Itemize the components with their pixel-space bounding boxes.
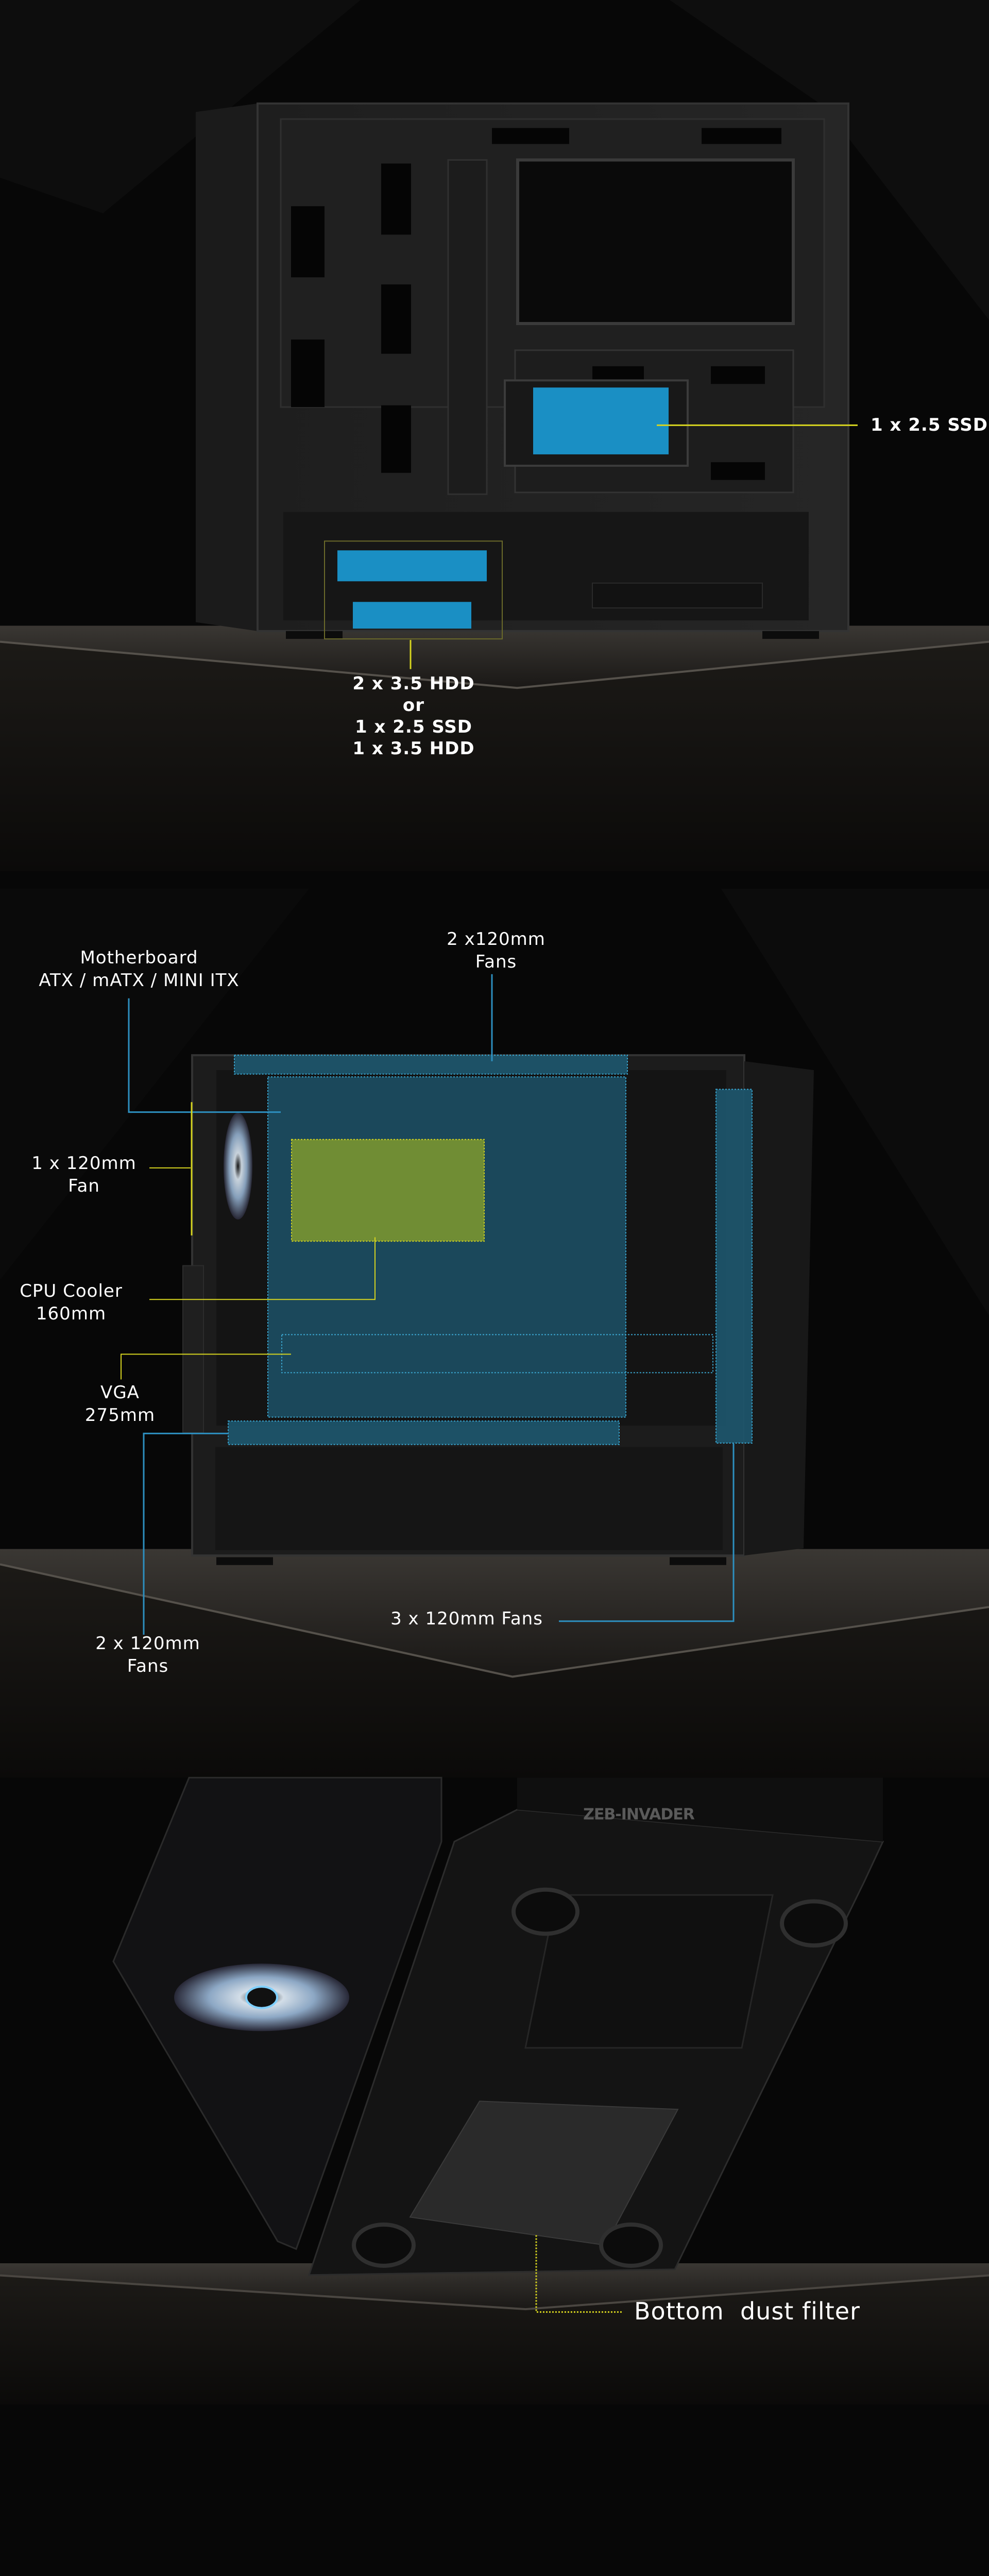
foot <box>601 2225 661 2266</box>
cpu-cooler-highlight <box>292 1140 484 1241</box>
front-fans-callout-line <box>559 1444 734 1621</box>
bottom-fans-label: 2 x 120mm Fans <box>95 1632 200 1677</box>
hdd-label-line: 2 x 3.5 HDD <box>352 673 475 694</box>
label-line: Fans <box>475 952 517 972</box>
top-fans-label: 2 x120mm Fans <box>447 928 545 973</box>
label-line: 2 x 120mm <box>95 1633 200 1654</box>
product-illustration <box>0 0 989 2404</box>
vga-callout-line <box>121 1354 291 1380</box>
hdd-highlight-1 <box>337 550 487 582</box>
product-feature-page: ZEB-INVADER 1 x 2.5 SSD 2 x 3.5 HDD or 1… <box>0 0 989 2404</box>
ssd-label: 1 x 2.5 SSD <box>871 414 988 435</box>
label-line: 2 x120mm <box>447 928 545 950</box>
top-fans-highlight <box>234 1055 627 1074</box>
dust-filter-callout-line <box>536 2235 623 2312</box>
front-fans-highlight <box>716 1089 752 1443</box>
rear-fan-label: 1 x 120mm Fan <box>31 1152 137 1197</box>
foot <box>514 1890 577 1934</box>
cpu-cooler-label: CPU Cooler 160mm <box>20 1280 123 1325</box>
pedestal-2 <box>0 1549 989 1778</box>
hdd-highlight-2 <box>353 602 471 629</box>
case-side-view <box>196 104 848 639</box>
label-line: CPU Cooler <box>20 1280 123 1301</box>
label-line: ATX / mATX / MINI ITX <box>39 970 240 991</box>
label-line: 275mm <box>84 1405 156 1426</box>
motherboard-label: Motherboard ATX / mATX / MINI ITX <box>39 946 239 992</box>
rear-fan <box>224 1112 252 1219</box>
hdd-cage-outline <box>325 541 502 639</box>
hdd-label-line: 1 x 2.5 SSD <box>354 717 472 737</box>
bg-facet <box>670 0 989 320</box>
foot <box>354 2225 414 2266</box>
bg-facet <box>0 0 361 214</box>
label-line: Fan <box>68 1176 100 1196</box>
bottom-fans-highlight <box>228 1421 619 1445</box>
vga-highlight <box>282 1335 713 1373</box>
label-line: Motherboard <box>80 947 198 968</box>
label-line: Fans <box>127 1656 169 1676</box>
label-line: VGA <box>100 1382 140 1403</box>
label-line: 160mm <box>36 1303 107 1324</box>
dust-filter-label: Bottom dust filter <box>634 2297 860 2326</box>
motherboard-highlight <box>268 1077 626 1417</box>
ssd-highlight <box>533 387 669 454</box>
hdd-label: 2 x 3.5 HDD or 1 x 2.5 SSD 1 x 3.5 HDD <box>352 673 474 759</box>
vga-label: VGA 275mm <box>85 1381 155 1427</box>
pedestal-1 <box>0 625 989 871</box>
label-line: 1 x 120mm <box>31 1153 137 1174</box>
cpu-callout-line <box>149 1237 375 1299</box>
foot <box>782 1902 846 1946</box>
brand-logo: ZEB-INVADER <box>583 1805 695 1824</box>
case-bottom-view <box>113 1777 883 2275</box>
hdd-label-line: 1 x 3.5 HDD <box>352 738 475 759</box>
front-fans-label: 3 x 120mm Fans <box>390 1608 543 1629</box>
pedestal-3 <box>0 2263 989 2404</box>
motherboard-callout-line <box>129 998 281 1112</box>
hdd-label-line: or <box>402 695 425 716</box>
bottom-fans-callout-line <box>144 1433 228 1635</box>
